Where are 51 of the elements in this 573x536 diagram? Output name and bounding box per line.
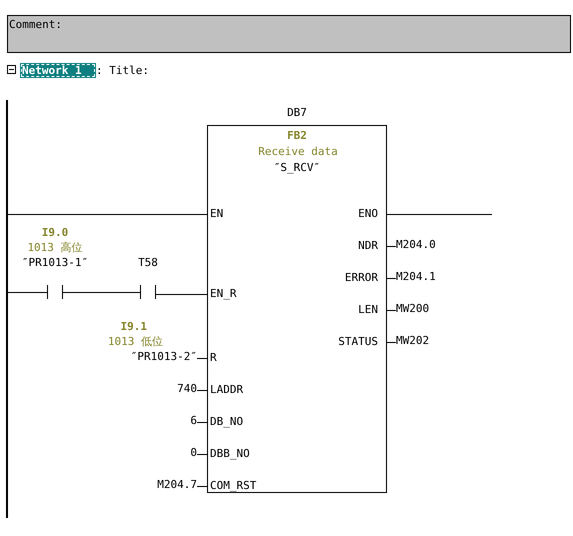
contact-symbol: [47, 285, 63, 299]
output-pin-label: ENO: [358, 206, 386, 221]
input-pin-label: LADDR: [208, 382, 244, 397]
input-pin-label: R: [208, 350, 217, 365]
wire: [156, 294, 208, 295]
wire: [386, 214, 492, 215]
input-pin-label: DBB_NO: [208, 446, 250, 461]
wire: [386, 310, 396, 311]
comment-label: Comment:: [9, 17, 62, 32]
operand-label: 0: [190, 445, 197, 460]
input-pin-label: COM_RST: [208, 478, 256, 493]
operand-label: 740: [177, 381, 197, 396]
wire: [386, 342, 396, 343]
wire: [8, 214, 208, 215]
wire: [196, 358, 208, 359]
input-pin-label: EN_R: [208, 286, 236, 301]
network-title: : Title:: [96, 63, 149, 78]
operand-label: M204.1: [396, 269, 436, 284]
block-name: FB2: [286, 128, 308, 143]
address-label: I9.0: [40, 225, 70, 240]
address-label: I9.1: [120, 319, 147, 334]
wire: [196, 454, 208, 455]
block-symbol: ″S_RCV″: [272, 160, 322, 175]
operand-label: MW200: [396, 301, 430, 316]
comment-box: [7, 15, 571, 53]
symbol-comment: 1013 高位: [26, 240, 84, 255]
instance-db-label: DB7: [286, 105, 308, 120]
symbol-name: ″PR1013-2″: [130, 349, 197, 364]
output-pin-label: NDR: [358, 238, 386, 253]
block-comment: Receive data: [257, 144, 339, 159]
wire: [196, 422, 208, 423]
operand-label: M204.0: [396, 237, 436, 252]
wire: [196, 486, 208, 487]
input-pin-label: EN: [208, 206, 224, 221]
symbol-comment: 1013 低位: [108, 334, 163, 349]
network-header: Network 1: [20, 63, 96, 78]
operand-label: M204.7: [157, 477, 197, 492]
operand-label: MW202: [396, 333, 430, 348]
input-pin-label: DB_NO: [208, 414, 244, 429]
symbol-name: ″PR1013-1″: [20, 255, 90, 270]
wire: [8, 292, 48, 293]
wire: [196, 390, 208, 391]
address-label: T58: [137, 255, 159, 270]
output-pin-label: LEN: [358, 302, 386, 317]
wire: [386, 278, 396, 279]
operand-label: 6: [190, 413, 197, 428]
wire: [62, 292, 140, 293]
contact-symbol: [140, 285, 156, 299]
wire: [386, 246, 396, 247]
output-pin-label: STATUS: [338, 334, 386, 349]
output-pin-label: ERROR: [344, 270, 386, 285]
